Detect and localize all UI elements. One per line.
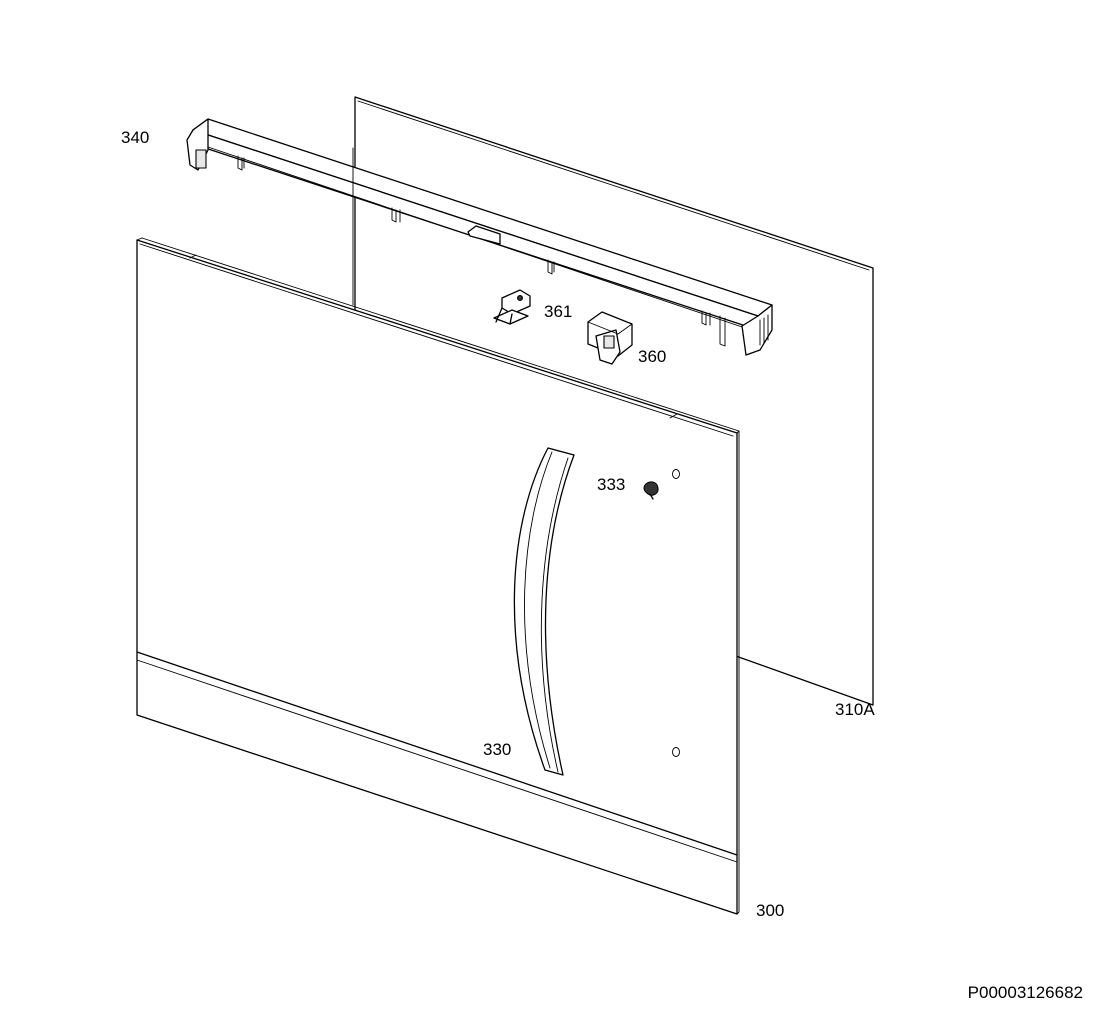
label-310a: 310A — [835, 700, 875, 719]
label-300: 300 — [756, 901, 784, 920]
hinge-block-360 — [587, 311, 633, 365]
door-handle-330 — [513, 447, 575, 776]
label-333: 333 — [597, 475, 625, 494]
label-361: 361 — [544, 302, 572, 321]
top-cover-profile-340 — [186, 118, 773, 356]
drawing-id: P00003126682 — [968, 983, 1083, 1002]
front-door-panel-300 — [136, 237, 740, 915]
bracket-clip-361 — [493, 289, 531, 325]
label-340: 340 — [121, 128, 149, 147]
label-330: 330 — [483, 740, 511, 759]
label-360: 360 — [638, 347, 666, 366]
screw-333 — [643, 481, 659, 500]
